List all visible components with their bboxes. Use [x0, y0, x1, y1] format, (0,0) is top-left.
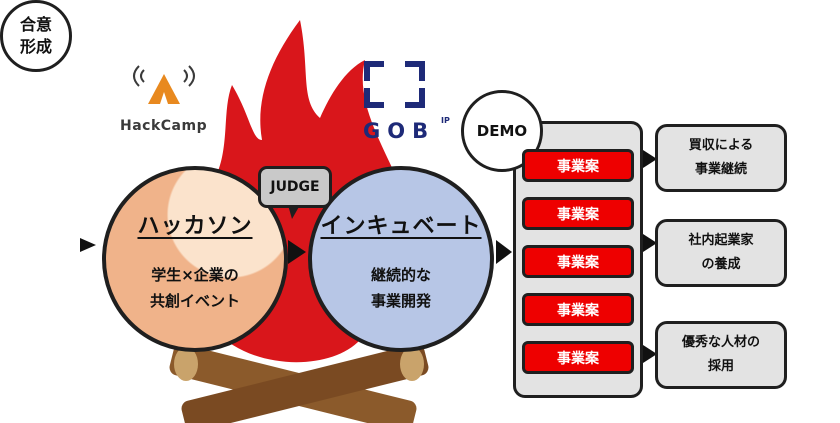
proposal-item: 事業案	[522, 293, 634, 326]
hackathon-desc-line-2: 共創イベント	[149, 292, 240, 310]
outcome-line-1: 買収による	[688, 138, 754, 153]
flow-arrows	[80, 150, 657, 363]
tent-icon	[133, 65, 195, 104]
gob-logo-text: GOB	[363, 119, 436, 143]
log-icon	[169, 343, 429, 423]
outcome-line-1: 社内起業家	[688, 233, 754, 248]
outcome-line-2: の養成	[701, 257, 741, 272]
bracket-frame-icon	[364, 61, 425, 108]
consensus-line-2: 形成	[19, 37, 52, 56]
consensus-line-1: 合意	[19, 15, 52, 34]
incubate-desc-line-2: 事業開発	[370, 292, 431, 310]
hackathon-node: ハッカソン 学生×企業の 共創イベント	[102, 166, 288, 352]
incubate-node: インキュベート 継続的な 事業開発	[308, 166, 494, 352]
hackathon-desc-line-1: 学生×企業の	[151, 266, 239, 284]
judge-pointer	[288, 205, 300, 219]
outcome-intrapreneur: 社内起業家 の養成	[655, 219, 787, 287]
gob-logo-superscript: IP	[441, 116, 450, 125]
proposal-item: 事業案	[522, 197, 634, 230]
outcome-acquisition: 買収による 事業継続	[655, 124, 787, 192]
outcome-line-2: 事業継続	[694, 162, 747, 177]
proposal-item: 事業案	[522, 149, 634, 182]
hackathon-title: ハッカソン	[137, 214, 253, 239]
incubate-title: インキュベート	[320, 214, 482, 239]
outcome-recruitment: 優秀な人材の 採用	[655, 321, 787, 389]
incubate-desc-line-1: 継続的な	[370, 266, 431, 284]
proposal-item: 事業案	[522, 341, 634, 374]
proposal-item: 事業案	[522, 245, 634, 278]
outcome-line-2: 採用	[707, 359, 734, 374]
judge-callout: JUDGE	[258, 166, 332, 208]
hackcamp-logo-text: HackCamp	[120, 118, 208, 134]
outcome-line-1: 優秀な人材の	[681, 335, 760, 350]
consensus-node: 合意 形成	[0, 0, 72, 72]
